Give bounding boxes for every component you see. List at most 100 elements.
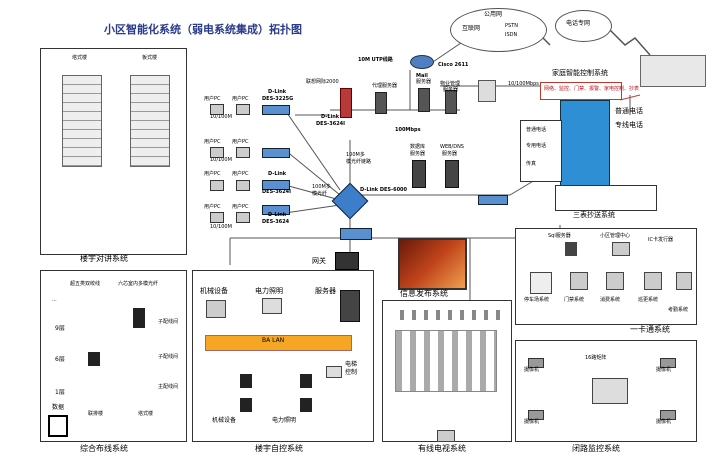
card-patrol-icon <box>644 272 662 290</box>
card-parking-icon <box>530 272 552 294</box>
firewall-label: 联想网际2000 <box>306 79 339 85</box>
card-attendance-label: 考勤系统 <box>668 307 689 313</box>
intercom-caption: 楼宇对讲系统 <box>80 254 128 263</box>
gateway-switch-icon <box>340 228 372 240</box>
user-pc-label-6: 用户PC <box>232 171 249 177</box>
data-label: 数据 <box>52 404 65 411</box>
home-control-box <box>540 82 622 100</box>
pc-icon-8 <box>236 212 250 223</box>
link-10-label-1: 10/100M <box>210 114 232 120</box>
internet-label: 互联网 <box>462 25 481 32</box>
switch-1-model: DES-3225G <box>262 96 294 102</box>
info-display-screen <box>398 238 467 290</box>
riser2-label: 六芯室内多模光纤 <box>118 281 159 287</box>
ba-lan-label: BA LAN <box>262 337 285 344</box>
web-server-label2: 服务器 <box>442 151 458 157</box>
tower2-label: 塔式楼 <box>138 411 154 417</box>
camera-label-3: 摄像机 <box>524 419 540 425</box>
card-sql-server-icon <box>565 242 577 256</box>
fiber-left-label: 100M多 <box>312 184 331 190</box>
meter-box <box>555 185 657 211</box>
cabling-caption: 综合布线系统 <box>80 444 128 453</box>
home-control-label: 家庭智能控制系统 <box>552 69 608 77</box>
user-pc-label-5: 用户PC <box>204 171 221 177</box>
bas-controller-1 <box>240 374 252 388</box>
phone-items-box <box>520 120 562 182</box>
bas-caption: 楼宇自控系统 <box>255 444 303 453</box>
mail-server-label: 服务器 <box>416 79 432 85</box>
proxy-server-icon <box>375 92 387 114</box>
bas-controller-3 <box>300 374 312 388</box>
phone-net-label: 电话专网 <box>566 20 591 27</box>
dist-room-2: 子配线间 <box>158 354 179 360</box>
user-pc-label-2: 用户PC <box>232 96 249 102</box>
camera-icon-2 <box>660 358 676 368</box>
firewall-icon <box>340 88 352 118</box>
cabling-box <box>40 270 187 442</box>
catv-caption: 有线电视系统 <box>418 444 466 453</box>
web-server-label: WEB/DNS <box>440 144 464 150</box>
floor9-label: 9层 <box>55 325 65 332</box>
fiber-label: 100M多 <box>346 152 365 158</box>
gateway-label: 网关 <box>312 257 326 265</box>
pc-icon-3 <box>210 147 224 158</box>
card-center-label: 小区管理中心 <box>600 233 631 239</box>
camera-icon-1 <box>528 358 544 368</box>
phone-label: 普通电话 <box>615 107 643 115</box>
pstn-label: PSTN <box>505 23 518 29</box>
floor6-label: 6层 <box>55 356 65 363</box>
pc-icon-4 <box>236 147 250 158</box>
public-net-cloud <box>450 8 547 52</box>
fiber-left-label2: 模光纤 <box>312 191 328 197</box>
db-server-label2: 服务器 <box>410 151 426 157</box>
link-100m-label: 100Mbps <box>395 127 421 133</box>
slab-building-icon <box>130 75 170 167</box>
card-patrol-label: 巡更系统 <box>638 297 659 303</box>
camera-label-2: 摄像机 <box>656 367 672 373</box>
main-room: 主配线间 <box>158 384 179 390</box>
utp-link-label: 10M UTP线路 <box>358 57 393 63</box>
cctv-matrix-label: 16路矩阵 <box>585 355 607 361</box>
bas-power2-label: 电力照明 <box>272 417 297 424</box>
user-pc-label-1: 用户PC <box>204 96 221 102</box>
bas-mech-label: 机械设备 <box>200 287 228 295</box>
card-ic-label: IC卡发行器 <box>648 237 673 243</box>
dlink6000-label: D-Link DES-6000 <box>360 187 408 193</box>
db-server-icon <box>412 160 426 188</box>
access-device-icon <box>478 80 496 102</box>
elevator-icon <box>326 366 342 378</box>
card-center-pc-icon <box>612 242 630 256</box>
switch-4-brand: D-Link <box>268 212 287 218</box>
elevator-label2: 控制 <box>345 369 358 376</box>
pc-icon-7 <box>210 212 224 223</box>
tower1-label: 联排楼 <box>88 411 104 417</box>
switch-icon-3 <box>262 180 290 190</box>
elevator-label: 电梯 <box>345 361 358 368</box>
floor1-label: 1层 <box>55 389 65 396</box>
card-attendance-icon <box>676 272 692 290</box>
phone-item-3: 传真 <box>526 161 537 167</box>
riser1-label: 超五类双绞线 <box>70 281 101 287</box>
camera-label-1: 摄像机 <box>524 367 540 373</box>
bas-pc-icon <box>206 300 226 318</box>
pc-icon-1 <box>210 104 224 115</box>
pc-icon-6 <box>236 180 250 191</box>
bas-server-label: 服务器 <box>315 287 336 295</box>
card-sql-label: Sql服务器 <box>548 233 571 239</box>
bas-power-label: 电力照明 <box>255 287 283 295</box>
dist-room-1: 子配线间 <box>158 319 179 325</box>
card-door-icon <box>570 272 588 290</box>
proxy-label: 代理服务器 <box>372 83 398 89</box>
pc-icon-2 <box>236 104 250 115</box>
switch-1-brand: D-Link <box>268 89 287 95</box>
switch-3-brand: D-Link <box>268 171 287 177</box>
web-server-icon <box>445 160 459 188</box>
camera-label-4: 摄像机 <box>656 419 672 425</box>
rack-icon-2 <box>88 352 100 366</box>
intercom-top2: 板式楼 <box>142 55 158 61</box>
property-server-label: 服务器 <box>443 87 459 93</box>
switch-icon-4 <box>262 205 290 215</box>
switch-icon-1 <box>262 105 290 115</box>
link-10-label-2: 10/100M <box>210 157 232 163</box>
